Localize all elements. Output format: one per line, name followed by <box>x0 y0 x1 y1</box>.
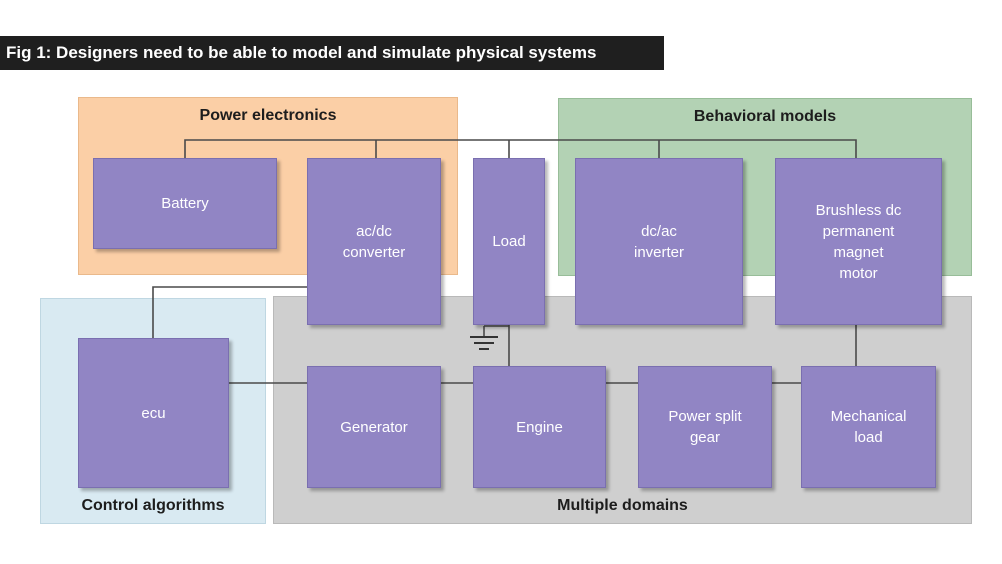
generator-block: Generator <box>307 366 441 488</box>
power-electronics-label: Power electronics <box>199 107 337 124</box>
power-split-gear-label: Power split gear <box>668 408 742 446</box>
mechanical-load-label: Mechanical load <box>830 408 907 446</box>
figure-caption: Fig 1: Designers need to be able to mode… <box>0 36 664 70</box>
behavioral-models-label: Behavioral models <box>693 108 837 125</box>
engine-block: Engine <box>473 366 606 488</box>
battery-block: Battery <box>93 158 277 249</box>
load-block: Load <box>473 158 545 325</box>
dcac-inverter-label: dc/ac inverter <box>633 222 685 261</box>
motor-block: Brushless dc permanent magnet motor <box>775 158 942 325</box>
top-bus-wire <box>184 139 857 158</box>
ecu-converter-wire <box>152 286 307 338</box>
ecu-label: ecu <box>141 404 166 422</box>
acdc-converter-block: ac/dc converter <box>307 158 441 325</box>
engine-label: Engine <box>516 418 563 436</box>
acdc-converter-label: ac/dc converter <box>342 222 406 261</box>
dcac-inverter-block: dc/ac inverter <box>575 158 743 325</box>
mechanical-load-block: Mechanical load <box>801 366 936 488</box>
multiple-domains-label: Multiple domains <box>557 497 688 514</box>
load-label: Load <box>492 233 526 250</box>
motor-label: Brushless dc permanent magnet motor <box>815 201 902 282</box>
control-algorithms-label: Control algorithms <box>81 497 225 514</box>
ground-symbol-icon <box>470 336 498 350</box>
battery-label: Battery <box>161 195 209 212</box>
power-split-gear-block: Power split gear <box>638 366 772 488</box>
generator-label: Generator <box>340 418 408 436</box>
ecu-block: ecu <box>78 338 229 488</box>
